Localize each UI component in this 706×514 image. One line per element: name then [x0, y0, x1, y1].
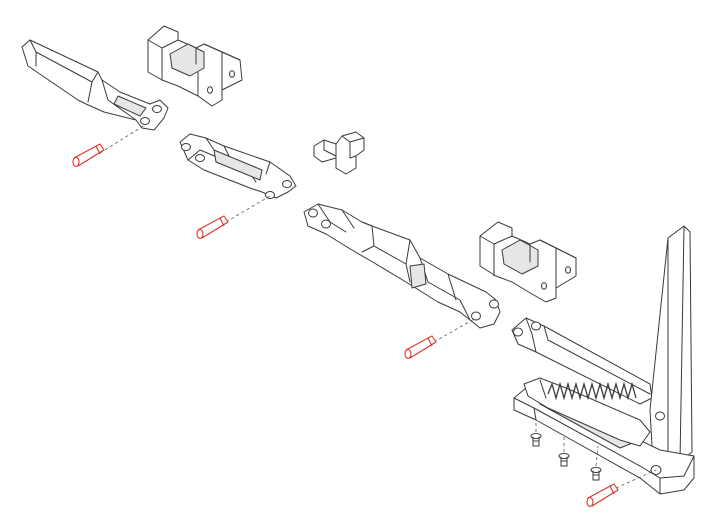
pin-1	[72, 124, 146, 168]
pin-3	[404, 317, 477, 360]
link-arm-middle	[179, 133, 297, 199]
screw-1	[530, 418, 542, 447]
screw-3	[590, 445, 602, 481]
hinge-arm-long	[303, 203, 501, 329]
hinge-bracket-top	[147, 25, 243, 107]
hinge-base-assembly	[511, 225, 695, 495]
hinge-bracket-bottom	[479, 221, 577, 303]
pin-2	[196, 195, 271, 240]
clip-small	[313, 131, 365, 175]
spring	[547, 381, 637, 401]
screw-2	[558, 436, 570, 467]
pin-4	[586, 469, 657, 508]
hinge-arm-top	[21, 39, 169, 131]
